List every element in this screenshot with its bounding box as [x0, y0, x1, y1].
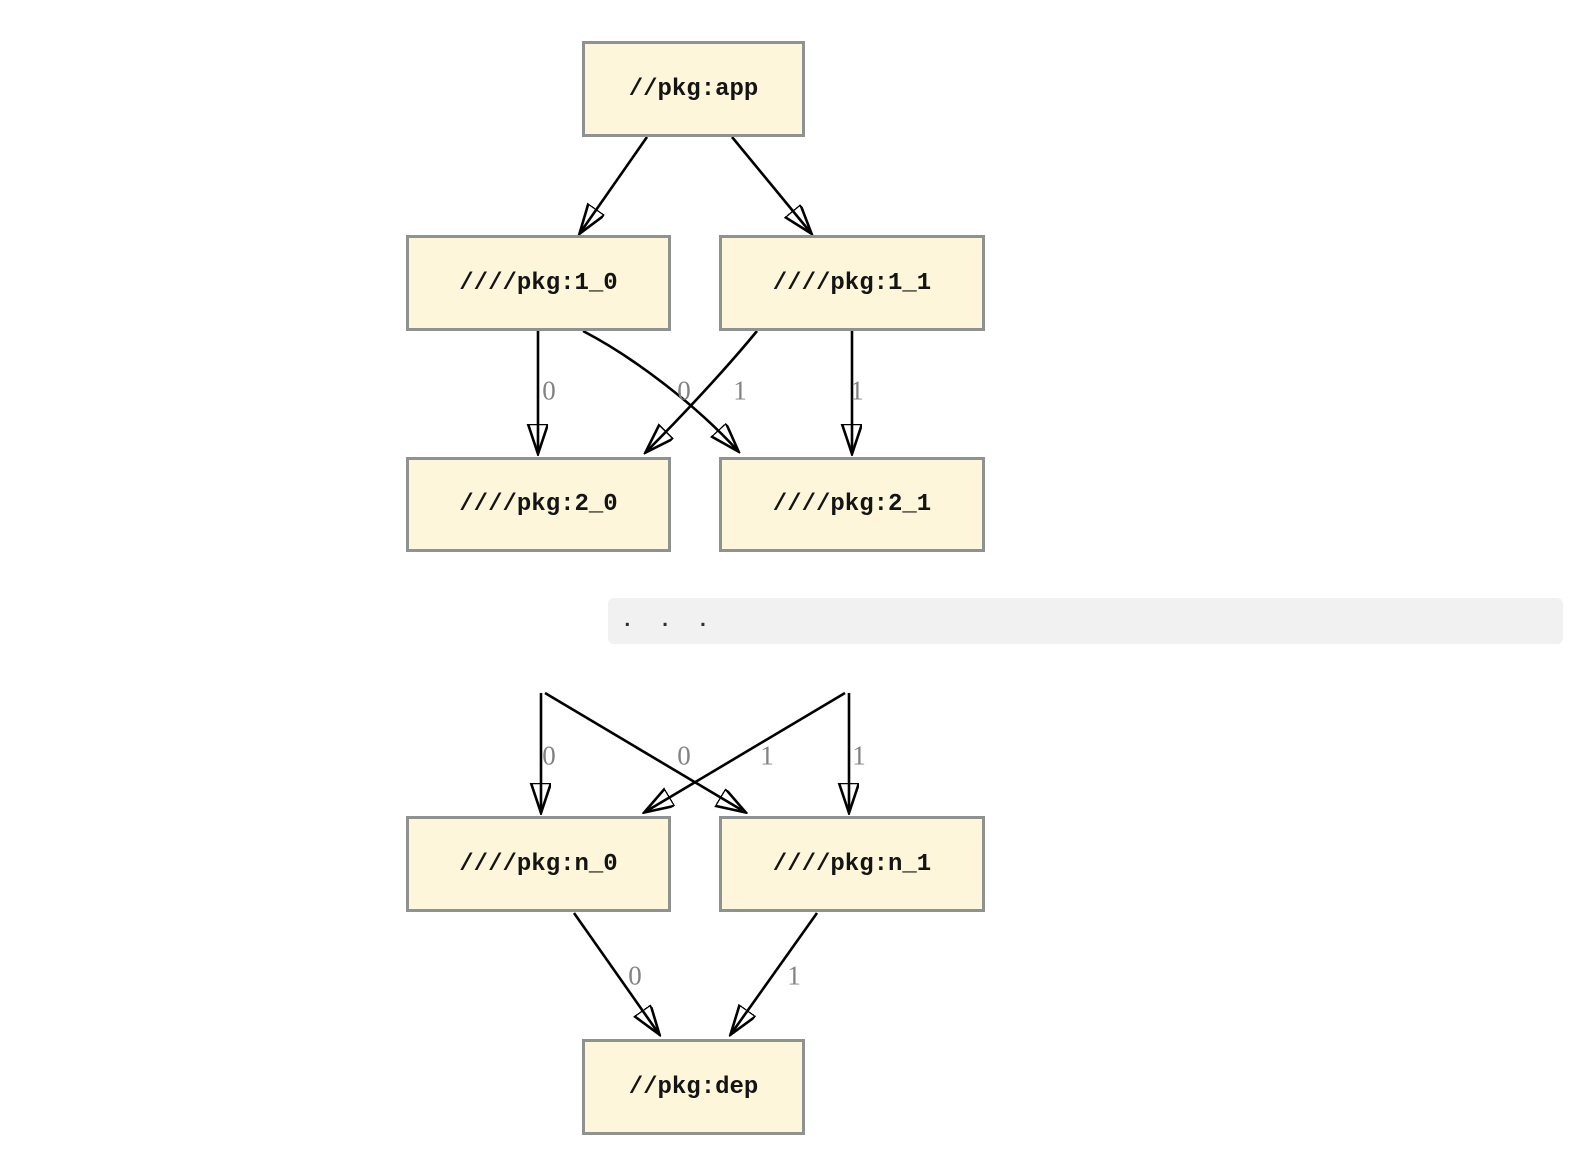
node-pkg-1_1-label: ////pkg:1_1 — [772, 269, 932, 297]
edge-1_1-to-2_0 — [646, 330, 759, 452]
edge-dots-right-to-n_0 — [645, 691, 846, 812]
node-pkg-app: //pkg:app — [582, 41, 805, 137]
edge-dots-left-to-n_1 — [544, 691, 745, 812]
node-pkg-2_1: ////pkg:2_1 — [719, 457, 985, 552]
node-pkg-app-label: //pkg:app — [628, 75, 759, 103]
edge-label-dots-to-n_0-cross: 0 — [677, 740, 691, 771]
edge-label-1_0-to-2_1: 1 — [733, 375, 747, 406]
edge-app-to-1_1 — [730, 136, 811, 233]
ellipsis-dots: . . . — [621, 609, 710, 633]
node-pkg-2_0: ////pkg:2_0 — [406, 457, 671, 552]
edge-label-1_1-to-2_1: 1 — [850, 375, 864, 406]
edge-label-1_1-to-2_0: 0 — [677, 375, 691, 406]
node-pkg-dep-label: //pkg:dep — [628, 1073, 759, 1101]
edge-n_0-to-dep — [572, 912, 659, 1034]
node-pkg-n_1-label: ////pkg:n_1 — [772, 850, 932, 878]
edge-label-n_1-to-dep: 1 — [787, 960, 801, 991]
edge-label-dots-to-n_1-cross: 1 — [760, 740, 774, 771]
edge-label-1_0-to-2_0: 0 — [542, 375, 556, 406]
node-pkg-1_0-label: ////pkg:1_0 — [459, 269, 618, 297]
node-pkg-n_0-label: ////pkg:n_0 — [459, 850, 618, 878]
edge-n_1-to-dep — [731, 912, 819, 1034]
node-pkg-n_0: ////pkg:n_0 — [406, 816, 671, 912]
edge-label-dots-to-n_1-straight: 1 — [852, 740, 866, 771]
node-pkg-dep: //pkg:dep — [582, 1039, 805, 1135]
edge-1_0-to-2_1 — [582, 329, 738, 451]
node-pkg-1_0: ////pkg:1_0 — [406, 235, 671, 331]
node-pkg-2_0-label: ////pkg:2_0 — [459, 491, 618, 518]
edge-app-to-1_0 — [580, 136, 649, 233]
node-pkg-1_1: ////pkg:1_1 — [719, 235, 985, 331]
edge-label-n_0-to-dep: 0 — [628, 960, 642, 991]
edge-label-dots-to-n_0-straight: 0 — [542, 740, 556, 771]
node-pkg-2_1-label: ////pkg:2_1 — [772, 491, 932, 518]
node-pkg-n_1: ////pkg:n_1 — [719, 816, 985, 912]
ellipsis-code-bar: . . . — [608, 598, 1563, 644]
